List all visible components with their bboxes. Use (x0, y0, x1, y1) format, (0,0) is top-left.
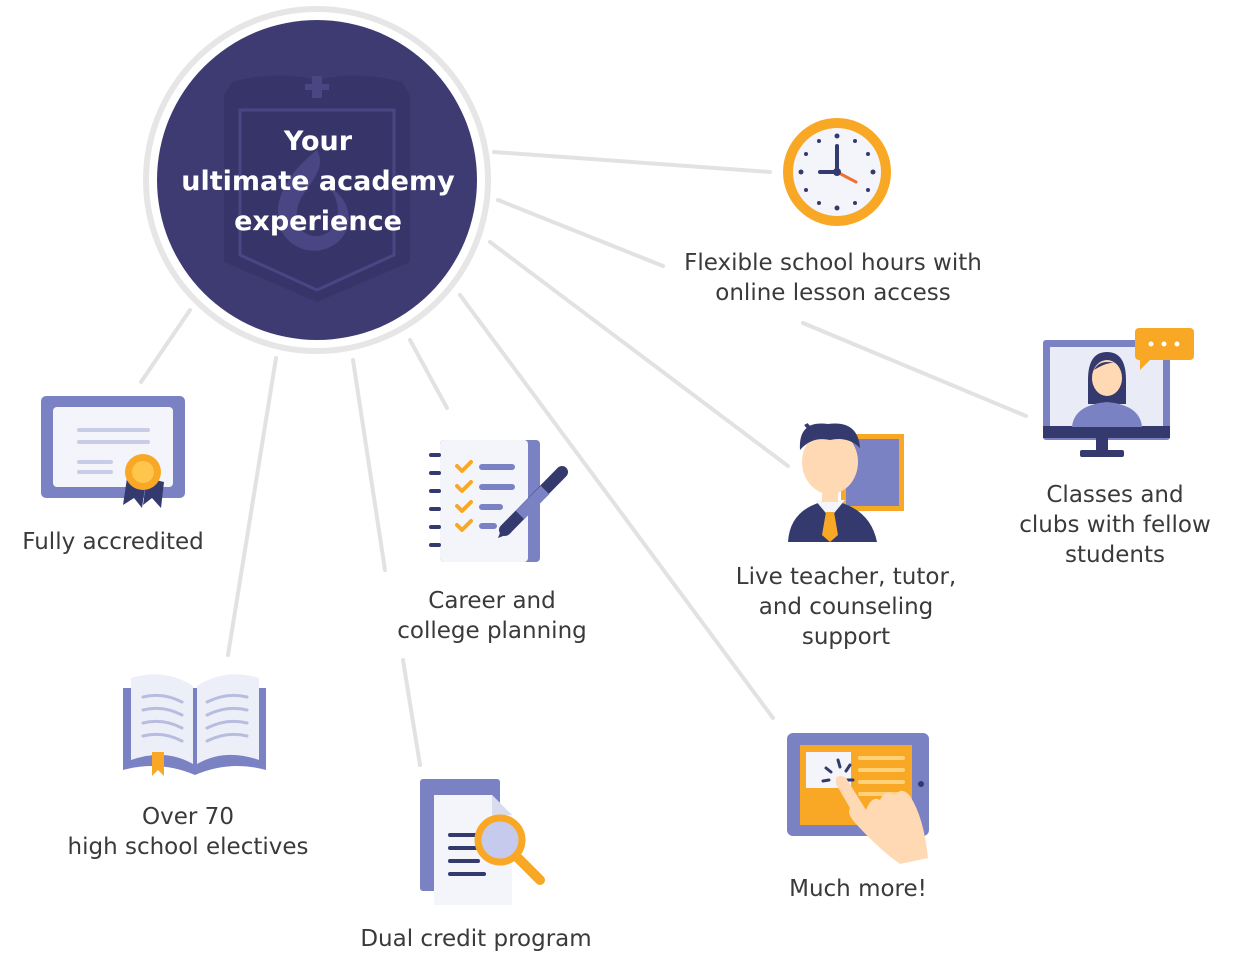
label-line: Flexible school hours with (684, 250, 982, 276)
label-line: Live teacher, tutor, (735, 564, 957, 590)
label-line: Over 70 (142, 804, 234, 830)
label-line: clubs with fellow (1019, 512, 1211, 538)
connector-classes (801, 321, 1028, 418)
label-line: Fully accredited (22, 529, 204, 555)
connector-accredited (139, 308, 192, 384)
hub-title-line: ultimate academy (181, 166, 455, 197)
label-line: high school electives (67, 834, 309, 860)
label-teacher: Live teacher, tutor, and counseling supp… (716, 562, 976, 652)
hub (143, 6, 491, 354)
connector-hours-a (492, 150, 772, 174)
label-hours: Flexible school hours with online lesson… (668, 248, 998, 308)
label-line: Career and (428, 588, 556, 614)
clock-icon (783, 118, 891, 226)
label-career: Career and college planning (372, 586, 612, 646)
connector-teacher (488, 240, 790, 468)
video-chat-icon (1043, 328, 1194, 457)
label-more: Much more! (748, 874, 968, 904)
open-book-icon (123, 674, 266, 776)
speech-bubble-icon (1135, 328, 1194, 370)
connector-dual-credit-a (351, 358, 387, 572)
checklist-icon (429, 440, 568, 562)
label-line: online lesson access (715, 280, 951, 306)
label-classes: Classes and clubs with fellow students (1000, 480, 1230, 570)
hub-title: Your ultimate academy experience (158, 122, 478, 242)
label-line: college planning (397, 618, 587, 644)
tablet-touch-icon (787, 733, 929, 864)
certificate-icon (41, 396, 185, 508)
label-line: Classes and (1046, 482, 1184, 508)
connector-electives (226, 356, 278, 657)
label-line: students (1065, 542, 1165, 568)
label-line: Dual credit program (360, 926, 592, 952)
connector-more (458, 293, 775, 720)
connector-dual-credit-b (401, 658, 422, 767)
teacher-icon (788, 422, 904, 542)
label-line: support (801, 624, 891, 650)
label-accredited: Fully accredited (0, 527, 226, 557)
document-search-icon (420, 779, 545, 905)
connector-career (408, 338, 449, 410)
shield-emblem-icon (224, 75, 410, 302)
hub-title-line: Your (283, 126, 353, 157)
pen-icon (498, 466, 568, 538)
hub-title-line: experience (234, 206, 402, 237)
label-dual-credit: Dual credit program (336, 924, 616, 954)
label-electives: Over 70 high school electives (48, 802, 328, 862)
connectors (139, 150, 1028, 767)
label-line: Much more! (789, 876, 927, 902)
connector-hours-b (496, 198, 665, 268)
label-line: and counseling (758, 594, 934, 620)
